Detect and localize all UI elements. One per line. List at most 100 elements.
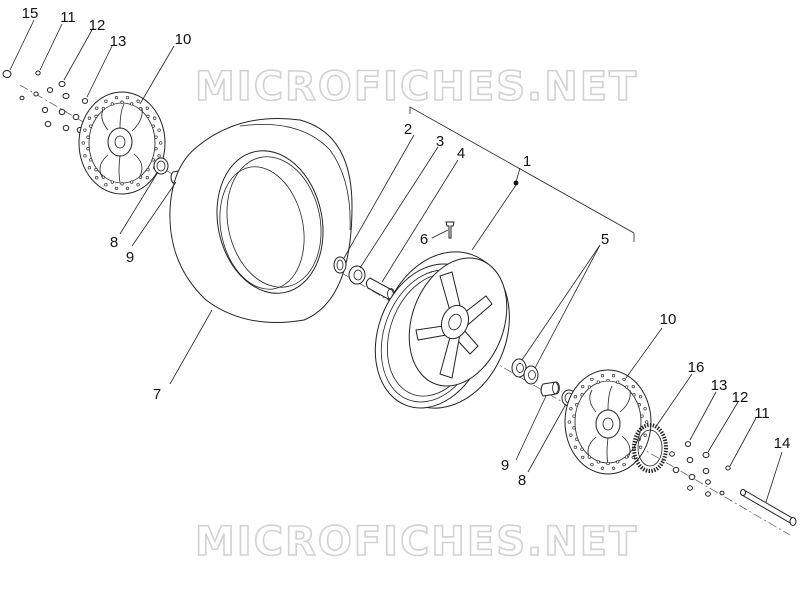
disc-hole (110, 102, 114, 106)
disc-hole (587, 385, 592, 389)
disc-right-holes (567, 374, 649, 470)
disc-hole (637, 403, 641, 407)
washer-small-3 (41, 106, 49, 114)
wheel-rim (374, 251, 510, 409)
rim-hub (440, 304, 470, 340)
brake-disc-right (564, 369, 652, 475)
callout-13-left: 13 (110, 33, 127, 50)
tire (169, 117, 353, 323)
disc-hole (575, 437, 579, 441)
disc-hole (611, 466, 616, 470)
r-washer-1 (684, 441, 692, 447)
disc-hole (89, 124, 93, 128)
disc-left-spokes (99, 103, 143, 183)
disc-hole (94, 114, 98, 118)
callout-12-right: 12 (732, 389, 749, 406)
disc-hole (573, 445, 578, 449)
callout-9-left: 9 (126, 249, 134, 266)
tire-tread-edge (239, 124, 351, 231)
callout-3: 3 (436, 133, 444, 150)
disc-hole (86, 135, 90, 139)
bearing-5b-inner (528, 370, 536, 380)
disc-hole (89, 158, 93, 162)
callout-2: 2 (404, 121, 412, 138)
disc-hole (581, 384, 585, 389)
callout-13-right: 13 (711, 377, 728, 394)
valve-6 (445, 221, 455, 239)
r-washer-7 (688, 473, 696, 481)
disc-hole (104, 183, 108, 187)
disc-hole (580, 447, 584, 451)
leader-1-dot (513, 180, 519, 186)
disc-right-center (602, 417, 614, 431)
disc-hole (640, 414, 644, 418)
washer-small-7 (62, 124, 70, 132)
disc-hole (110, 180, 114, 184)
disc-hole (101, 175, 106, 179)
callout-11-right: 11 (754, 405, 770, 422)
disc-hole (152, 116, 157, 120)
disc-hole (580, 393, 584, 397)
disc-hole (87, 116, 92, 120)
left-hardware-group (2, 70, 89, 134)
disc-hole (125, 186, 130, 191)
disc-hole (596, 380, 600, 384)
bearing-3 (348, 265, 366, 285)
disc-hole (631, 384, 635, 389)
disc-hole (622, 377, 626, 382)
disc-hole (572, 414, 576, 418)
disc-hole (130, 180, 134, 184)
r-washer-5 (702, 467, 710, 475)
disc-hole (86, 147, 90, 151)
washer-12-top (58, 80, 66, 88)
callout-labels: 15 11 12 13 10 2 3 4 1 6 5 8 9 7 10 16 1… (22, 5, 791, 489)
watermark-bottom: MICROFICHES.NET (195, 519, 638, 565)
bearing-5b (523, 365, 539, 385)
tone-ring-inner (637, 429, 663, 467)
brake-disc-left (78, 91, 166, 195)
disc-hole (104, 99, 108, 103)
bearing-5a-inner (516, 363, 524, 373)
spacer-9-right-end (552, 381, 560, 395)
disc-hole (569, 407, 573, 411)
disc-hole (146, 114, 150, 118)
axle-end (789, 517, 797, 526)
callout-10-left: 10 (175, 31, 192, 48)
callout-10-right: 10 (660, 311, 677, 328)
disc-hole (569, 433, 573, 437)
disc-hole (606, 378, 610, 383)
callout-9-right: 9 (501, 457, 509, 474)
washer-small-2 (62, 92, 70, 100)
disc-hole (638, 395, 643, 399)
disc-hole (83, 128, 87, 132)
disc-hole (157, 128, 161, 132)
watermark-top: MICROFICHES.NET (195, 64, 638, 110)
r-nut-5 (705, 491, 711, 497)
disc-hole (590, 462, 594, 467)
disc-hole (624, 455, 629, 459)
disc-hole (95, 106, 99, 110)
r-nut-3 (687, 485, 693, 491)
r-washer-3 (669, 451, 675, 457)
tire-inner-wall (226, 156, 322, 288)
disc-hole (159, 141, 163, 145)
washer-small-4 (58, 108, 66, 116)
disc-hole (645, 420, 649, 424)
disc-hole (120, 182, 124, 186)
callout-12-left: 12 (89, 17, 106, 34)
disc-hole (575, 403, 579, 407)
washer-small-5 (72, 113, 80, 121)
disc-hole (573, 395, 578, 399)
disc-hole (596, 460, 600, 464)
disc-hole (136, 99, 140, 103)
disc-hole (125, 95, 130, 100)
washer-13-top (81, 98, 89, 104)
disc-hole (145, 176, 149, 180)
axle-14 (740, 489, 797, 526)
disc-hole (154, 135, 158, 139)
disc-hole (94, 168, 98, 172)
nut-small-2 (33, 91, 39, 97)
disc-hole (572, 426, 576, 430)
disc-hole (130, 102, 134, 106)
disc-left-holes (81, 95, 163, 191)
